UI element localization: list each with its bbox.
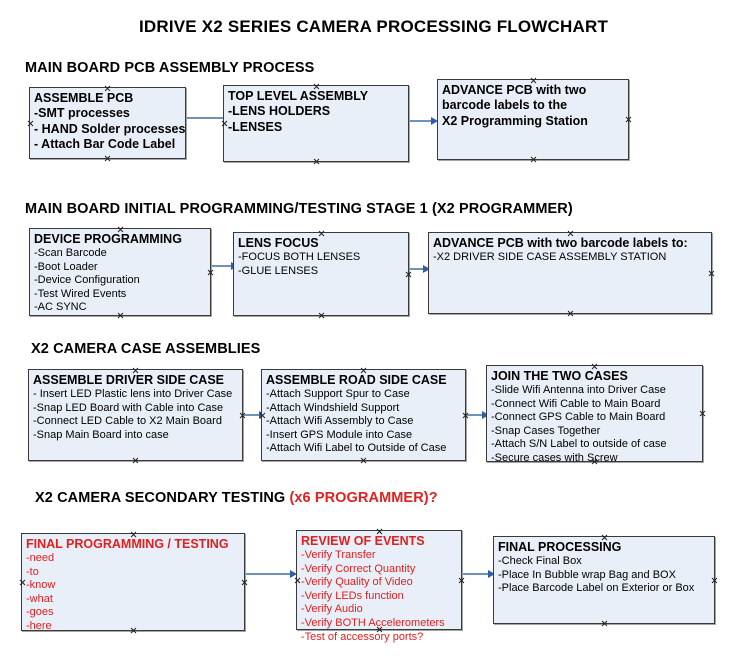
node-line: -Attach S/N Label to outside of case — [491, 438, 667, 451]
resize-handle-bottom[interactable] — [318, 312, 325, 319]
node-join-the-two-cases[interactable]: JOIN THE TWO CASES -Slide Wifi Antenna i… — [486, 365, 703, 464]
resize-handle-bottom[interactable] — [567, 310, 574, 317]
node-title: ASSEMBLE ROAD SIDE CASE — [266, 373, 447, 387]
node-title: FINAL PROCESSING — [498, 540, 622, 554]
node-title: TOP LEVEL ASSEMBLY — [228, 89, 369, 103]
node-line: - Attach Bar Code Label — [34, 137, 176, 151]
connector-review-of-events-to-final-processing — [463, 566, 497, 582]
node-line: -Snap LED Board with Cable into Case — [33, 401, 224, 414]
section-heading-text: MAIN BOARD PCB ASSEMBLY PROCESS — [25, 60, 315, 76]
connector-lens-focus-to-advance-pcb — [410, 261, 432, 277]
node-line: - Insert LED Plastic lens into Driver Ca… — [33, 388, 233, 400]
node-advance-pcb-to-x2-programming-station[interactable]: ADVANCE PCB with two barcode labels to t… — [437, 79, 629, 160]
node-assemble-pcb[interactable]: ASSEMBLE PCB -SMT processes - HAND Solde… — [29, 87, 186, 159]
node-line: -FOCUS BOTH LENSES — [238, 251, 361, 263]
connector-final-programming-to-review-of-events — [246, 566, 298, 582]
node-line: -Place In Bubble wrap Bag and BOX — [498, 568, 676, 581]
node-line: - HAND Solder processes — [34, 121, 186, 136]
node-advance-pcb-to-driver-side-case[interactable]: ADVANCE PCB with two barcode labels to: … — [428, 232, 712, 314]
node-line: -Verify Audio — [301, 603, 363, 616]
section-heading-x2-camera-secondary-testing: X2 CAMERA SECONDARY TESTING (x6 PROGRAMM… — [35, 490, 438, 506]
node-title: ASSEMBLE DRIVER SIDE CASE — [33, 373, 225, 387]
connector-top-level-assembly-to-advance-pcb — [410, 113, 440, 129]
resize-handle-bottom[interactable] — [132, 457, 139, 464]
node-title: ASSEMBLE PCB — [34, 91, 134, 105]
node-line: -know — [26, 579, 56, 592]
resize-handle-bottom[interactable] — [104, 155, 111, 162]
node-line: -need — [26, 552, 55, 564]
node-line: -here — [26, 619, 52, 632]
node-title: FINAL PROGRAMMING / TESTING — [26, 537, 229, 551]
node-line: -Verify BOTH Accelerometers — [301, 616, 445, 629]
node-line: -Boot Loader — [34, 260, 98, 273]
node-device-programming[interactable]: DEVICE PROGRAMMING -Scan Barcode -Boot L… — [29, 228, 211, 316]
node-line: -Scan Barcode — [34, 247, 107, 259]
node-line: -Test Wired Events — [34, 287, 127, 300]
section-heading-accent: (x6 PROGRAMMER)? — [289, 490, 438, 506]
node-line: -what — [26, 592, 53, 605]
node-top-level-assembly[interactable]: TOP LEVEL ASSEMBLY -LENS HOLDERS -LENSES — [223, 85, 409, 162]
resize-handle-bottom[interactable] — [530, 156, 537, 163]
resize-handle-left[interactable] — [27, 120, 34, 127]
node-line: -Connect LED Cable to X2 Main Board — [33, 415, 222, 428]
node-line: -Attach Windshield Support — [266, 401, 400, 414]
node-line: -LENSES — [228, 119, 283, 134]
node-line: X2 Programming Station — [442, 113, 588, 128]
resize-handle-bottom[interactable] — [360, 457, 367, 464]
node-line: -Connect Wifi Cable to Main Board — [491, 397, 661, 410]
node-title: LENS FOCUS — [238, 236, 319, 250]
node-line: -to — [26, 565, 39, 578]
node-title: JOIN THE TWO CASES — [491, 369, 628, 383]
section-heading-main-board-pcb-assembly: MAIN BOARD PCB ASSEMBLY PROCESS — [25, 60, 314, 76]
node-line: -Slide Wifi Antenna into Driver Case — [491, 384, 666, 396]
connector-road-side-to-join-cases — [467, 407, 491, 423]
node-line: -Attach Wifi Assembly to Case — [266, 415, 414, 428]
node-review-of-events[interactable]: REVIEW OF EVENTS -Verify Transfer -Verif… — [296, 530, 462, 643]
node-line: -Verify Quality of Video — [301, 576, 413, 589]
node-lens-focus[interactable]: LENS FOCUS -FOCUS BOTH LENSES -GLUE LENS… — [233, 232, 409, 316]
node-title: REVIEW OF EVENTS — [301, 534, 425, 548]
node-line: -X2 DRIVER SIDE CASE ASSEMBLY STATION — [433, 251, 667, 263]
node-line: -AC SYNC — [34, 301, 87, 314]
node-line: -goes — [26, 606, 54, 619]
page-title: IDRIVE X2 SERIES CAMERA PROCESSING FLOWC… — [138, 17, 609, 36]
node-line: -GLUE LENSES — [238, 264, 319, 277]
node-line: -Verify Transfer — [301, 549, 376, 561]
resize-handle-bottom[interactable] — [313, 158, 320, 165]
section-heading-main-board-initial-programming: MAIN BOARD INITIAL PROGRAMMING/TESTING S… — [25, 201, 573, 217]
node-line: -Secure cases with Screw — [491, 451, 618, 464]
node-line: -Snap Main Board into case — [33, 428, 169, 441]
node-line: -Attach Wifi Label to Outside of Case — [266, 442, 447, 455]
node-line: -Connect GPS Cable to Main Board — [491, 411, 666, 424]
node-line: -Place Barcode Label on Exterior or Box — [498, 582, 695, 595]
section-heading-x2-camera-case-assemblies: X2 CAMERA CASE ASSEMBLIES — [31, 341, 260, 357]
resize-handle-left[interactable] — [19, 579, 26, 586]
node-assemble-driver-side-case[interactable]: ASSEMBLE DRIVER SIDE CASE - Insert LED P… — [28, 369, 243, 461]
node-line: -LENS HOLDERS — [228, 104, 331, 118]
section-heading-text: X2 CAMERA SECONDARY TESTING — [35, 490, 290, 506]
node-line-overflow: -Test of accessory ports? — [301, 630, 424, 643]
node-title: ADVANCE PCB with two — [442, 83, 587, 97]
resize-handle-bottom[interactable] — [601, 620, 608, 627]
node-title: ADVANCE PCB with two barcode labels to: — [433, 236, 688, 250]
node-final-programming-testing[interactable]: FINAL PROGRAMMING / TESTING -need -to -k… — [19, 533, 245, 632]
node-line: -Attach Support Spur to Case — [266, 388, 410, 400]
node-line: -SMT processes — [34, 106, 130, 120]
node-line: -Verify LEDs function — [301, 589, 404, 602]
node-final-processing[interactable]: FINAL PROCESSING -Check Final Box -Place… — [493, 536, 715, 624]
section-heading-text: X2 CAMERA CASE ASSEMBLIES — [31, 341, 261, 357]
node-line: -Snap Cases Together — [491, 424, 601, 437]
node-line: -Check Final Box — [498, 555, 582, 567]
node-assemble-road-side-case[interactable]: ASSEMBLE ROAD SIDE CASE -Attach Support … — [261, 369, 466, 461]
node-line: -Verify Correct Quantity — [301, 562, 416, 575]
resize-handle-right[interactable] — [708, 270, 715, 277]
node-line: barcode labels to the — [442, 98, 568, 112]
node-line: -Device Configuration — [34, 274, 140, 287]
node-line: -Insert GPS Module into Case — [266, 428, 413, 441]
section-heading-text: MAIN BOARD INITIAL PROGRAMMING/TESTING S… — [25, 201, 573, 217]
node-title: DEVICE PROGRAMMING — [34, 232, 182, 246]
